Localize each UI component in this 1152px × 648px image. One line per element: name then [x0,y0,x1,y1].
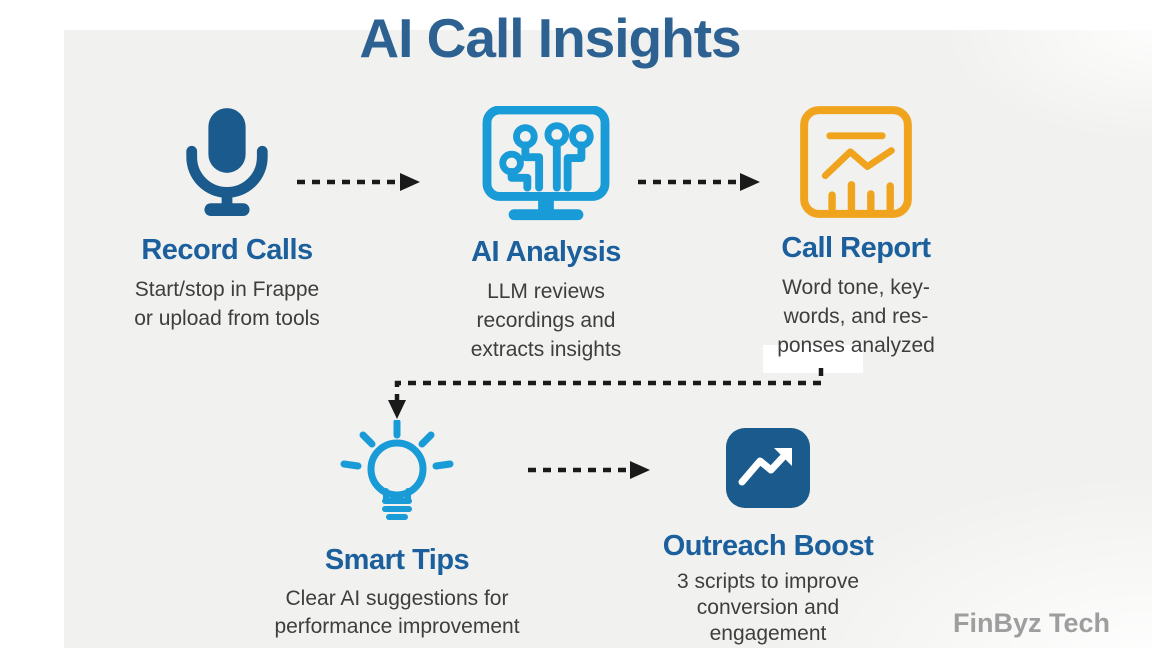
step-description: LLM reviews recordings and extracts insi… [470,280,622,361]
report-chart-icon [800,106,912,218]
page-title: AI Call Insights [359,7,741,69]
step-description: Start/stop in Frappe or upload from tool… [134,278,320,330]
step-description: 3 scripts to improve conversion and enga… [676,570,860,645]
step-record-calls: Record Calls Start/stop in Frappe or upl… [72,106,382,333]
step-call-report: Call Report Word tone, key- words, and r… [706,104,1006,360]
microphone-icon [186,108,268,216]
step-title: AI Analysis [471,236,621,268]
step-ai-analysis: AI Analysis LLM reviews recordings and e… [396,106,696,364]
step-smart-tips: Smart Tips Clear AI suggestions for perf… [247,420,547,641]
step-title: Smart Tips [324,544,470,576]
ai-circuit-monitor-icon [482,106,610,221]
trending-up-icon [726,428,810,508]
step-description: Clear AI suggestions for performance imp… [274,587,520,638]
lightbulb-icon [340,420,454,520]
step-title: Call Report [781,232,931,264]
step-description: Word tone, key- words, and res- ponses a… [777,276,935,357]
step-title: Outreach Boost [662,530,874,562]
step-title: Record Calls [141,234,313,266]
step-outreach-boost: Outreach Boost 3 scripts to improve conv… [618,428,918,647]
brand-watermark: FinByz Tech [952,608,1110,638]
